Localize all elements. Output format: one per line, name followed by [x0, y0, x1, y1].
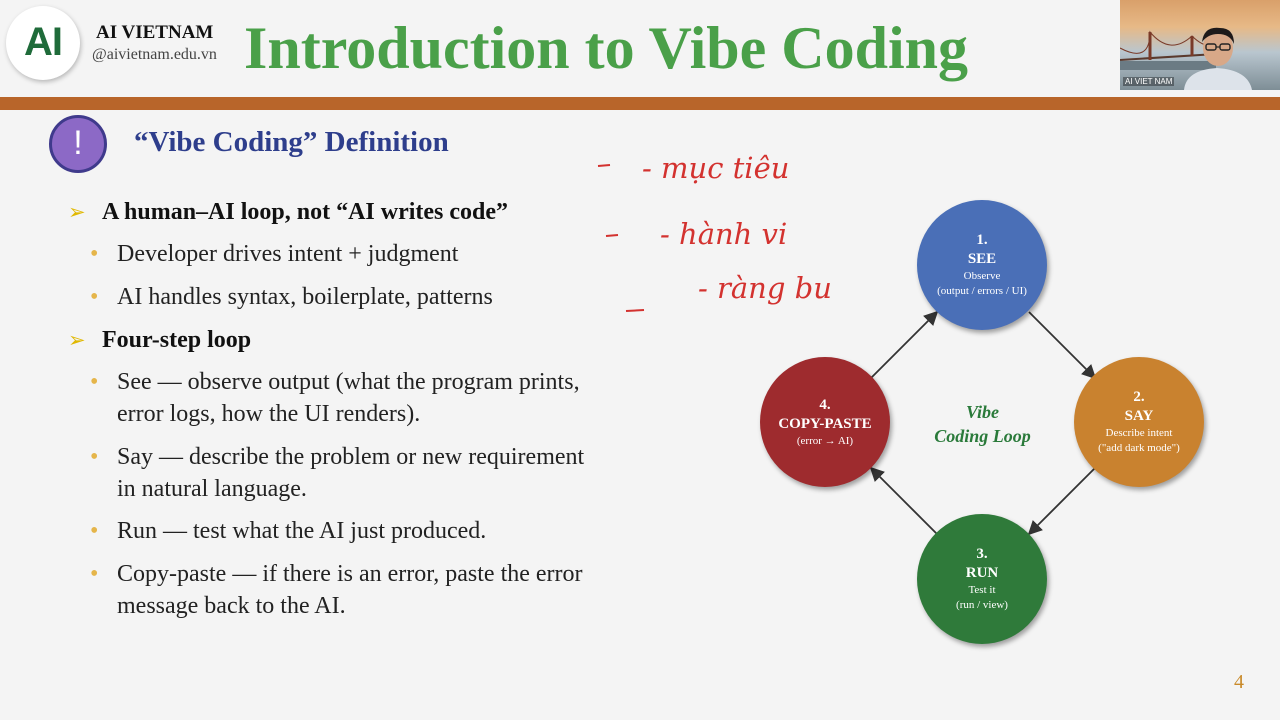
step-desc: Describe intent [1105, 427, 1173, 439]
step-desc: (run / view) [956, 599, 1008, 611]
org-name: AI VIETNAM [96, 22, 214, 43]
sub-bullet-text: Run — test what the AI just produced. [117, 518, 487, 544]
header-divider [0, 97, 1280, 110]
note-line-2: - hành vi [660, 217, 787, 251]
arrow-copy-to-see [870, 310, 939, 379]
note-line-1: - mục tiêu [642, 151, 789, 185]
arrow-see-to-say [1028, 311, 1097, 380]
arrow-run-to-copy [869, 466, 938, 535]
bullet-text: Four-step loop [102, 327, 252, 353]
page-number: 4 [1234, 671, 1244, 693]
step-title: RUN [965, 565, 999, 581]
step-title: SEE [967, 251, 997, 267]
sub-bullet: • Copy-paste — if there is an error, past… [90, 558, 597, 622]
loop-center-label: Vibe Coding Loop [920, 400, 1045, 448]
step-desc: Observe [963, 270, 1001, 282]
section-title: “Vibe Coding” Definition [134, 126, 449, 158]
step-number: 3. [976, 546, 988, 562]
bullet-text: A human–AI loop, not “AI writes code” [102, 199, 509, 225]
sub-bullet: • See — observe output (what the program … [90, 366, 597, 430]
center-label-line: Vibe [965, 402, 999, 422]
step-run: 3. RUN Test it (run / view) [917, 514, 1047, 644]
sub-bullet-text: See — observe output (what the program p… [117, 369, 580, 427]
exclamation-glyph: ! [73, 124, 83, 162]
step-desc: (output / errors / UI) [937, 285, 1027, 297]
bullet-human-ai-loop: ➢ A human–AI loop, not “AI writes code” [68, 196, 508, 228]
step-see: 1. SEE Observe (output / errors / UI) [917, 200, 1047, 330]
note-line-3: - ràng buộc [698, 271, 830, 305]
presenter-avatar [1184, 27, 1252, 90]
sub-bullet-text: Say — describe the problem or new requir… [117, 444, 585, 502]
step-number: 1. [976, 232, 988, 248]
slide-title: Introduction to Vibe Coding [244, 15, 969, 81]
webcam-label: AI VIET NAM [1123, 77, 1175, 86]
dot-bullet-icon: • [90, 241, 99, 267]
logo-text: AI [24, 20, 63, 64]
center-label-line: Coding Loop [934, 426, 1031, 446]
arrow-say-to-run [1027, 467, 1096, 536]
sub-bullet-text: Copy-paste — if there is an error, paste… [117, 561, 583, 619]
sub-bullet: • Run — test what the AI just produced. [90, 515, 597, 547]
loop-arrows [869, 310, 1097, 536]
dot-bullet-icon: • [90, 284, 99, 310]
vibe-coding-loop-diagram: 1. SEE Observe (output / errors / UI) 2.… [750, 190, 1220, 660]
presenter-webcam: AI VIET NAM [1120, 0, 1280, 90]
sub-bullet: • AI handles syntax, boilerplate, pattern… [90, 281, 597, 313]
sub-bullet: • Developer drives intent + judgment [90, 238, 597, 270]
step-say: 2. SAY Describe intent ("add dark mode") [1074, 357, 1204, 487]
dot-bullet-icon: • [90, 561, 99, 587]
step-copy-paste: 4. COPY-PASTE (error → AI) [760, 357, 890, 487]
sub-bullet: • Say — describe the problem or new requi… [90, 441, 597, 505]
step-desc: (error → AI) [796, 434, 854, 447]
sub-bullet-text: AI handles syntax, boilerplate, patterns [117, 284, 493, 310]
dot-bullet-icon: • [90, 518, 99, 544]
org-website: @aivietnam.edu.vn [92, 46, 217, 63]
arrow-bullet-icon: ➢ [68, 200, 86, 224]
step-title: COPY-PASTE [778, 415, 872, 432]
handwritten-notes: - mục tiêu - hành vi - ràng buộc [597, 151, 830, 312]
step-desc: ("add dark mode") [1098, 442, 1180, 454]
step-number: 4. [819, 396, 831, 413]
dot-bullet-icon: • [90, 369, 99, 395]
step-title: SAY [1124, 408, 1154, 424]
sub-bullet-text: Developer drives intent + judgment [117, 241, 459, 267]
arrow-bullet-icon: ➢ [68, 328, 86, 352]
step-number: 2. [1133, 389, 1145, 405]
ai-vietnam-logo: AI [6, 6, 80, 80]
bullet-four-step-loop: ➢ Four-step loop [68, 324, 251, 356]
step-desc: Test it [968, 584, 996, 596]
exclamation-icon: ! [49, 115, 107, 173]
dot-bullet-icon: • [90, 444, 99, 470]
